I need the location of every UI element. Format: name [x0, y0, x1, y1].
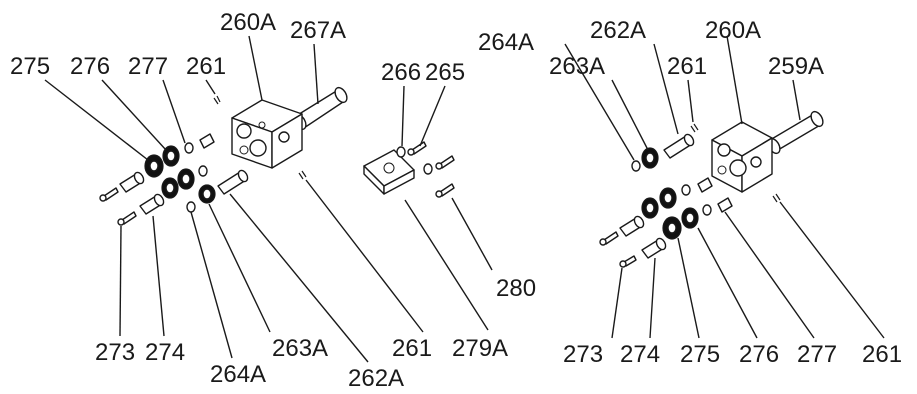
callout-279a: 279A — [452, 335, 508, 362]
callout-left-274: 274 — [145, 339, 185, 366]
callout-left-264a: 264A — [210, 361, 266, 388]
washer-266 — [396, 146, 406, 158]
callout-right-259a: 259A — [768, 53, 824, 80]
callout-right-277: 277 — [797, 341, 837, 368]
left-bearing-275 — [144, 154, 164, 178]
right-spacer-upper — [619, 215, 645, 237]
callout-right-276: 276 — [739, 341, 779, 368]
right-setscrew-261-top — [690, 123, 699, 133]
left-bearing-mid-b — [177, 168, 195, 190]
callouts-left: 260A 267A 275 276 277 261 273 274 264A 2… — [10, 9, 432, 392]
right-bushing-upper — [697, 177, 713, 193]
left-bearing-276 — [162, 145, 180, 167]
callout-265: 265 — [425, 59, 465, 86]
callout-left-262a: 262A — [348, 365, 404, 392]
left-bearing-263a — [198, 184, 216, 204]
right-assembly — [599, 110, 824, 268]
left-spacer-upper — [119, 171, 145, 193]
washer-280 — [423, 163, 433, 175]
screw-280-a — [435, 155, 455, 170]
left-setscrew-261-top — [213, 95, 221, 105]
right-bearing-276 — [681, 207, 699, 229]
right-setscrew-261-bottom — [772, 193, 781, 203]
left-bushing — [199, 133, 215, 149]
right-washer-upper — [681, 184, 691, 196]
right-bearing-275 — [662, 216, 682, 240]
right-bushing-277 — [717, 197, 733, 213]
right-shaft-262a — [663, 133, 695, 159]
screw-265 — [407, 141, 427, 156]
callout-right-275: 275 — [680, 341, 720, 368]
right-bearing-263a — [641, 147, 659, 169]
right-screw-upper — [599, 231, 619, 246]
right-bearing-upper-b — [659, 187, 677, 209]
callouts-right: 264A 262A 260A 263A 261 259A 273 274 275… — [478, 17, 902, 368]
callout-right-261-bottom: 261 — [862, 341, 902, 368]
callout-left-260a: 260A — [220, 9, 276, 36]
left-screw-273 — [117, 211, 137, 226]
bracket-279a — [363, 149, 415, 195]
left-assembly — [99, 86, 348, 226]
callout-left-261-bottom: 261 — [392, 335, 432, 362]
left-screw-upper — [99, 187, 119, 202]
left-washer-mid — [198, 165, 208, 177]
left-spacer-274 — [139, 193, 165, 215]
right-screw-273 — [619, 255, 637, 268]
left-block-260a — [231, 99, 303, 169]
bracket-assembly — [363, 141, 455, 198]
right-washer-264a — [631, 160, 641, 172]
screw-280-b — [435, 183, 455, 198]
callout-280: 280 — [496, 275, 536, 302]
callout-right-260a: 260A — [705, 17, 761, 44]
callouts-bracket: 266 265 280 279A — [381, 59, 536, 362]
left-washer-264a — [186, 201, 196, 213]
callout-left-261-top: 261 — [186, 53, 226, 80]
left-washer-277 — [184, 142, 194, 154]
right-spacer-274 — [641, 237, 667, 259]
callout-right-262a: 262A — [590, 17, 646, 44]
callout-left-275: 275 — [10, 53, 50, 80]
right-block-260a — [711, 121, 773, 193]
left-bearing-mid-a — [161, 177, 179, 199]
callout-266: 266 — [381, 59, 421, 86]
right-bearing-upper-a — [641, 197, 659, 219]
callout-left-263a: 263A — [272, 335, 328, 362]
left-shaft-262a — [217, 169, 249, 195]
right-washer-277 — [702, 204, 712, 216]
callout-left-277: 277 — [128, 53, 168, 80]
leader-lines — [44, 35, 885, 363]
callout-left-273: 273 — [95, 339, 135, 366]
callout-right-274: 274 — [620, 341, 660, 368]
callout-left-276: 276 — [70, 53, 110, 80]
callout-right-264a: 264A — [478, 29, 534, 56]
callout-right-261-top: 261 — [667, 53, 707, 80]
callout-right-263a: 263A — [549, 53, 605, 80]
callout-right-273: 273 — [563, 341, 603, 368]
callout-left-267a: 267A — [290, 17, 346, 44]
left-setscrew-261-bottom — [298, 170, 307, 180]
right-rod-259a — [767, 110, 824, 155]
